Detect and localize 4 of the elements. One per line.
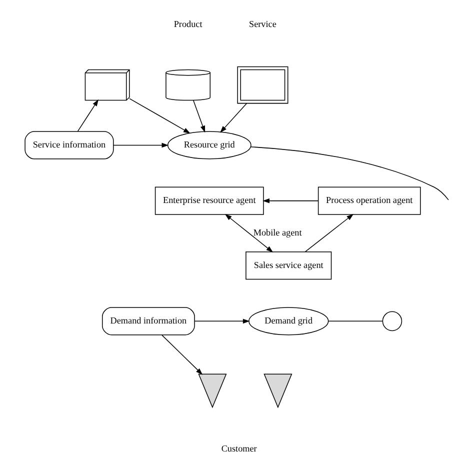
label: Customer (221, 444, 257, 454)
edge-label: Mobile agent (253, 228, 302, 238)
label: Service (249, 19, 276, 30)
label: Product (174, 19, 202, 30)
